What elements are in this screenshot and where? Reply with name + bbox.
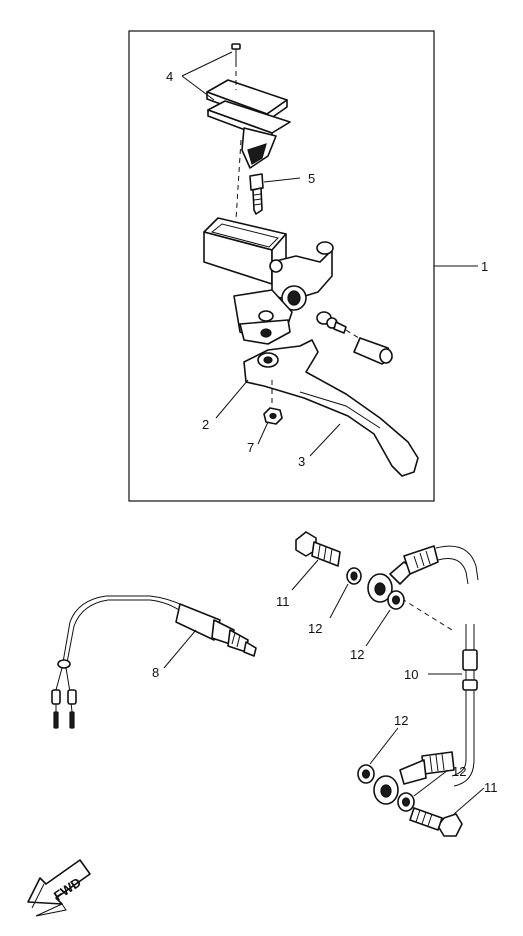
washer-12-c bbox=[357, 764, 375, 784]
bolt-part-5 bbox=[249, 173, 264, 215]
reservoir-cap-group bbox=[206, 43, 291, 221]
callout-2: 2 bbox=[202, 417, 209, 432]
callout-5: 5 bbox=[308, 171, 315, 186]
washer-12-a bbox=[346, 567, 362, 585]
callout-8: 8 bbox=[152, 665, 159, 680]
push-rod-assembly bbox=[316, 311, 393, 365]
callout-4: 4 bbox=[166, 69, 173, 84]
master-cylinder-body bbox=[203, 217, 334, 345]
washer-12-d bbox=[397, 792, 415, 812]
callout-10: 10 bbox=[404, 667, 418, 682]
brake-switch-part-8 bbox=[51, 595, 257, 729]
callout-7: 7 bbox=[247, 440, 254, 455]
callout-11-upper: 11 bbox=[276, 594, 290, 609]
callout-3: 3 bbox=[298, 454, 305, 469]
union-bolt-lower bbox=[409, 807, 463, 837]
callout-12-d: 12 bbox=[452, 764, 466, 779]
leader-lines bbox=[163, 51, 485, 815]
callout-11-lower: 11 bbox=[484, 780, 498, 795]
callout-12-a: 12 bbox=[308, 621, 322, 636]
nut-part-7 bbox=[263, 380, 283, 425]
union-bolt-upper bbox=[295, 531, 341, 567]
fwd-badge: FWD bbox=[27, 859, 91, 917]
callout-1: 1 bbox=[481, 259, 488, 274]
callout-12-c: 12 bbox=[394, 713, 408, 728]
brake-lever bbox=[243, 339, 419, 477]
callout-12-b: 12 bbox=[350, 647, 364, 662]
washer-12-b bbox=[387, 590, 405, 610]
brake-hose-part-10 bbox=[367, 545, 479, 805]
